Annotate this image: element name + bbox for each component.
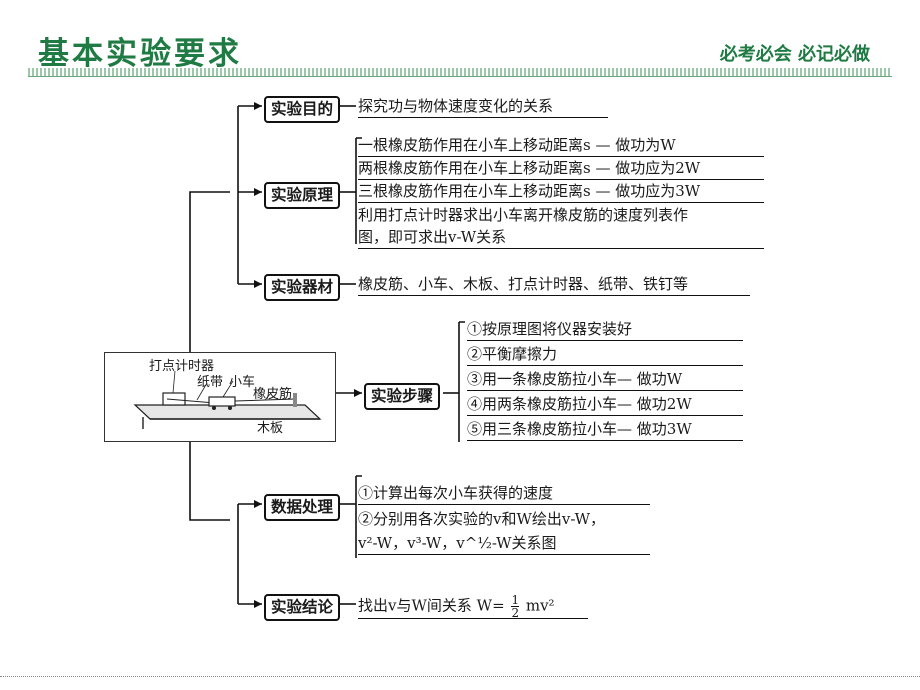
node-purpose: 实验目的 <box>264 96 341 123</box>
fraction-denominator: 2 <box>511 606 520 620</box>
data-item: v²-W，v³-W，v^½-W关系图 <box>358 532 650 555</box>
node-conclusion: 实验结论 <box>264 594 341 621</box>
step-item: ⑤用三条橡皮筋拉小车— 做功3W <box>467 418 743 441</box>
page-subtitle: 必考必会 必记必做 <box>719 44 870 65</box>
conclusion-suffix: mv² <box>525 596 555 615</box>
label-cart: 小车 <box>229 375 256 390</box>
data-item: ②分别用各次实验的v和W绘出v-W， <box>358 510 606 528</box>
header-stripe <box>28 68 892 76</box>
node-data: 数据处理 <box>264 494 341 521</box>
node-steps: 实验步骤 <box>364 383 441 410</box>
fraction: 1 2 <box>511 593 520 620</box>
data-item: ①计算出每次小车获得的速度 <box>358 482 650 505</box>
step-item: ①按原理图将仪器安装好 <box>467 318 743 341</box>
label-rubber-band: 橡皮筋 <box>253 387 293 402</box>
principle-item: 图，即可求出v-W关系 <box>358 226 764 249</box>
fraction-numerator: 1 <box>511 593 520 607</box>
step-item: ②平衡摩擦力 <box>467 343 743 366</box>
principle-item: 一根橡皮筋作用在小车上移动距离s — 做功为W <box>358 134 764 157</box>
page-title: 基本实验要求 <box>38 36 242 72</box>
apparatus-figure: 打点计时器 纸带 小车 橡皮筋 木板 <box>104 352 336 442</box>
principle-item: 利用打点计时器求出小车离开橡皮筋的速度列表作 <box>358 206 689 224</box>
label-timer: 打点计时器 <box>149 359 215 374</box>
header-divider <box>28 76 892 77</box>
conclusion-item: 找出v与W间关系 W= 1 2 mv² <box>358 594 588 619</box>
conclusion-prefix: 找出v与W间关系 W= <box>358 596 505 615</box>
equipment-item: 橡皮筋、小车、木板、打点计时器、纸带、铁钉等 <box>358 273 750 296</box>
purpose-item: 探究功与物体速度变化的关系 <box>358 95 608 118</box>
node-equipment: 实验器材 <box>264 274 341 301</box>
label-board: 木板 <box>257 421 284 436</box>
apparatus-drawing <box>133 370 322 429</box>
node-principle: 实验原理 <box>264 182 341 209</box>
step-item: ③用一条橡皮筋拉小车— 做功W <box>467 368 743 391</box>
step-item: ④用两条橡皮筋拉小车— 做功2W <box>467 393 743 416</box>
principle-item: 三根橡皮筋作用在小车上移动距离s — 做功应为3W <box>358 180 764 203</box>
label-tape: 纸带 <box>197 375 224 390</box>
principle-item: 两根橡皮筋作用在小车上移动距离s — 做功应为2W <box>358 157 764 180</box>
footer-divider <box>0 676 920 677</box>
